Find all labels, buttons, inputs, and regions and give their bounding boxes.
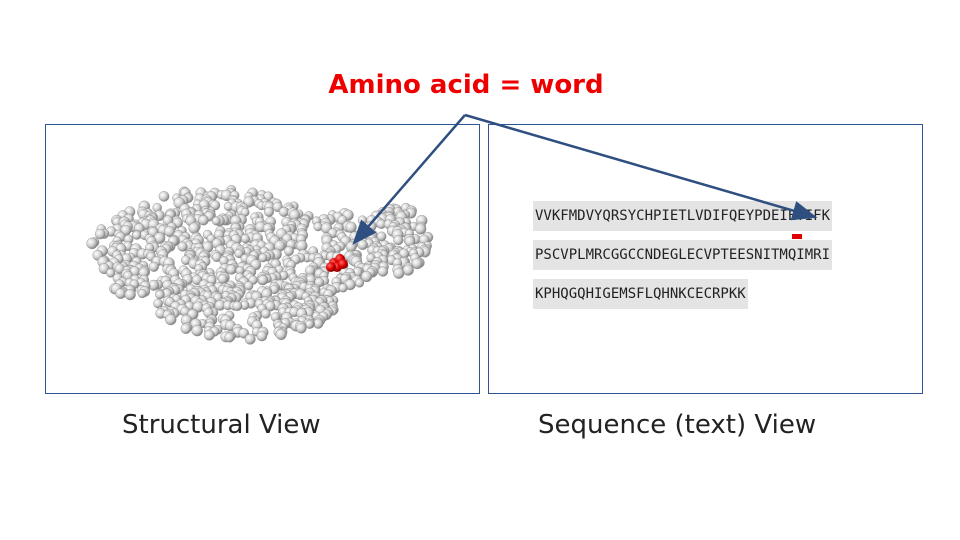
atom: [411, 258, 423, 270]
atom: [313, 222, 323, 232]
sequence-line-3: KPHQGQHIGEMSFLQHNKCECRPKK: [533, 279, 748, 309]
atom: [132, 230, 142, 240]
atom: [256, 330, 268, 342]
atom: [295, 322, 307, 334]
sequence-line-1: VVKFMDVYQRSYCHPIETLVDIFQEYPDEIEYIFK: [533, 201, 833, 231]
atom: [338, 283, 348, 293]
atom: [357, 239, 368, 251]
protein-structure-image: [86, 184, 434, 345]
atom: [361, 270, 373, 283]
atom: [191, 324, 203, 337]
sequence-view-caption: Sequence (text) View: [538, 410, 817, 440]
atom: [224, 332, 235, 343]
atom: [257, 275, 268, 286]
atom: [240, 234, 250, 244]
atom: [148, 261, 159, 272]
atom: [203, 329, 215, 341]
atom: [244, 333, 256, 345]
atom: [260, 308, 271, 319]
structural-view-panel: [45, 124, 480, 394]
atom: [106, 268, 116, 278]
atom: [137, 288, 147, 299]
atom: [158, 191, 170, 202]
atom: [393, 235, 404, 246]
page-title: Amino acid = word: [328, 70, 604, 100]
atom: [226, 264, 237, 275]
atom: [258, 253, 268, 263]
highlighted-amino-acid: [326, 254, 348, 272]
atom: [377, 266, 389, 277]
atom: [275, 328, 287, 341]
highlighted-atom: [338, 259, 348, 269]
sequence-line-2: PSCVPLMRCGGCCNDEGLECVPTEESNITMQIMRI: [533, 240, 833, 270]
atom: [95, 228, 106, 240]
atom: [284, 246, 294, 256]
atom: [188, 222, 200, 234]
atom: [180, 323, 192, 334]
atom: [124, 289, 136, 301]
atom: [234, 248, 244, 259]
atom: [115, 288, 126, 299]
protein-atoms: [86, 184, 434, 345]
atom: [415, 223, 427, 235]
atom: [211, 216, 221, 226]
atom: [155, 290, 165, 300]
highlighted-atom: [326, 262, 336, 272]
atom: [86, 237, 98, 250]
atom: [393, 267, 405, 279]
atom: [402, 264, 414, 276]
atom: [165, 314, 177, 326]
atom: [354, 278, 365, 288]
structural-view-caption: Structural View: [122, 410, 321, 440]
atom: [263, 206, 274, 217]
atom: [345, 221, 357, 233]
atom: [244, 281, 254, 291]
atom: [198, 214, 209, 226]
atom: [177, 241, 188, 252]
atom: [278, 206, 289, 217]
atom: [232, 301, 243, 311]
atom: [357, 215, 368, 225]
